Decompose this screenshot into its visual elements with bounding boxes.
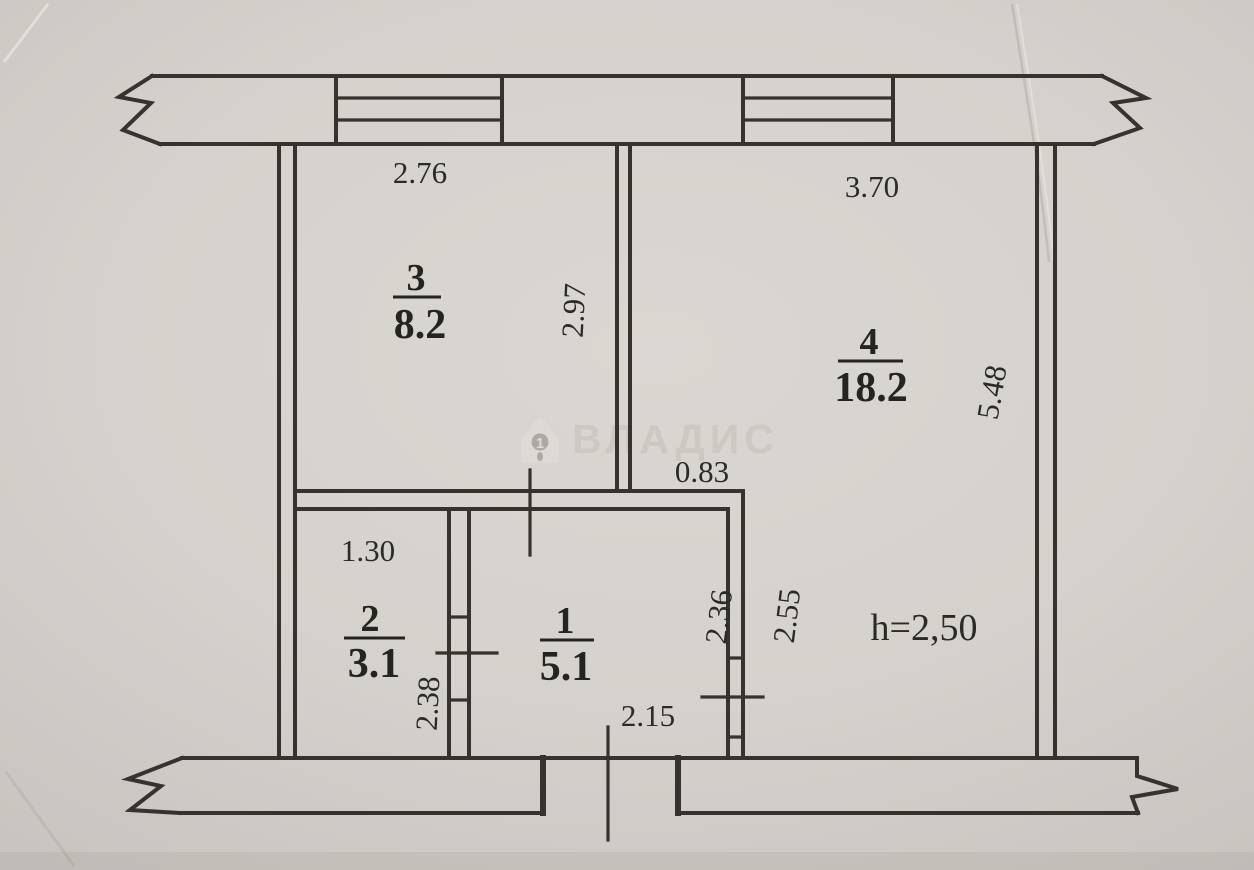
wall-room1-hall — [700, 489, 765, 760]
dim-room2-width: 1.30 — [341, 533, 395, 568]
window-icon-right — [741, 74, 895, 146]
wall-break-top-left — [113, 73, 163, 147]
interior-walls — [293, 142, 765, 760]
wall-break-bottom-right — [1129, 756, 1179, 816]
wall-room2-room1 — [435, 507, 499, 760]
dim-opening-width: 0.83 — [675, 454, 729, 489]
room-1-label: 1 5.1 — [540, 600, 594, 690]
window-icon-left — [334, 74, 504, 146]
dim-room2-depth: 2.38 — [409, 675, 447, 731]
room-labels: 3 8.2 4 18.2 2 3.1 1 5.1 — [344, 257, 908, 690]
dim-hall-depth: 2.55 — [766, 587, 807, 645]
watermark-keyhole-icon — [531, 433, 549, 451]
room-1-area — [475, 515, 722, 751]
watermark-keyhole-stem — [537, 452, 543, 461]
watermark-text: ВЛАДИС — [572, 416, 779, 462]
wall-break-top-right — [1091, 73, 1153, 147]
room-2-area-value: 3.1 — [348, 641, 401, 687]
dim-room4-width: 3.70 — [845, 169, 899, 204]
room-3-number: 3 — [407, 257, 426, 299]
room-3-label: 3 8.2 — [393, 257, 446, 348]
exterior-top-wall — [113, 73, 1153, 147]
exterior-bottom-wall — [121, 725, 1179, 842]
dim-room3-depth: 2.97 — [555, 282, 593, 338]
dim-room1-depth: 2.36 — [698, 588, 739, 646]
paper-creases — [0, 3, 1254, 870]
room-4-label: 4 18.2 — [834, 321, 908, 411]
windows — [334, 74, 895, 146]
room-2-label: 2 3.1 — [344, 598, 405, 687]
left-wall — [277, 142, 297, 760]
room-4-area — [750, 160, 1030, 750]
watermark-logo-digit: 1 — [536, 435, 544, 452]
dim-room3-width: 2.76 — [393, 155, 447, 190]
room-1-number: 1 — [556, 600, 575, 642]
dim-ceiling-height: h=2,50 — [871, 607, 978, 649]
dimension-labels: 2.76 3.70 2.97 5.48 0.83 1.30 2.38 2.36 … — [341, 155, 1014, 733]
right-wall — [1035, 142, 1057, 760]
room-4-area-value: 18.2 — [834, 365, 908, 411]
room-1-area-value: 5.1 — [540, 644, 593, 690]
watermark: 1 ВЛАДИС — [521, 416, 779, 463]
dim-room1-width: 2.15 — [621, 698, 675, 733]
room-4-number: 4 — [860, 321, 879, 363]
room-3-area-value: 8.2 — [394, 302, 447, 348]
room-2-number: 2 — [361, 598, 380, 640]
wall-break-bottom-left — [121, 755, 185, 816]
